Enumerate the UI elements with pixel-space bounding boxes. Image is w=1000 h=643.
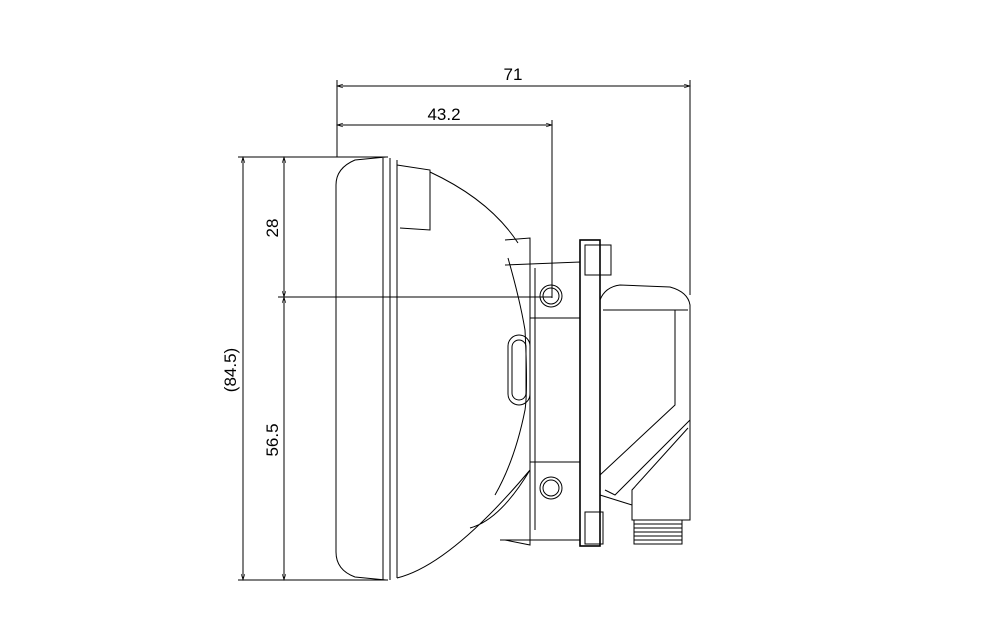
housing <box>494 237 612 547</box>
dim-upper-height: 28 <box>263 219 282 238</box>
dim-center-depth: 43.2 <box>427 105 460 124</box>
dim-total-height: (84.5) <box>221 348 240 392</box>
lens <box>335 156 531 581</box>
rear-module <box>599 284 691 545</box>
dimension-lines <box>238 80 690 580</box>
connector-thread <box>633 519 683 545</box>
dim-lower-height: 56.5 <box>263 423 282 456</box>
dim-overall-depth: 71 <box>504 65 523 84</box>
